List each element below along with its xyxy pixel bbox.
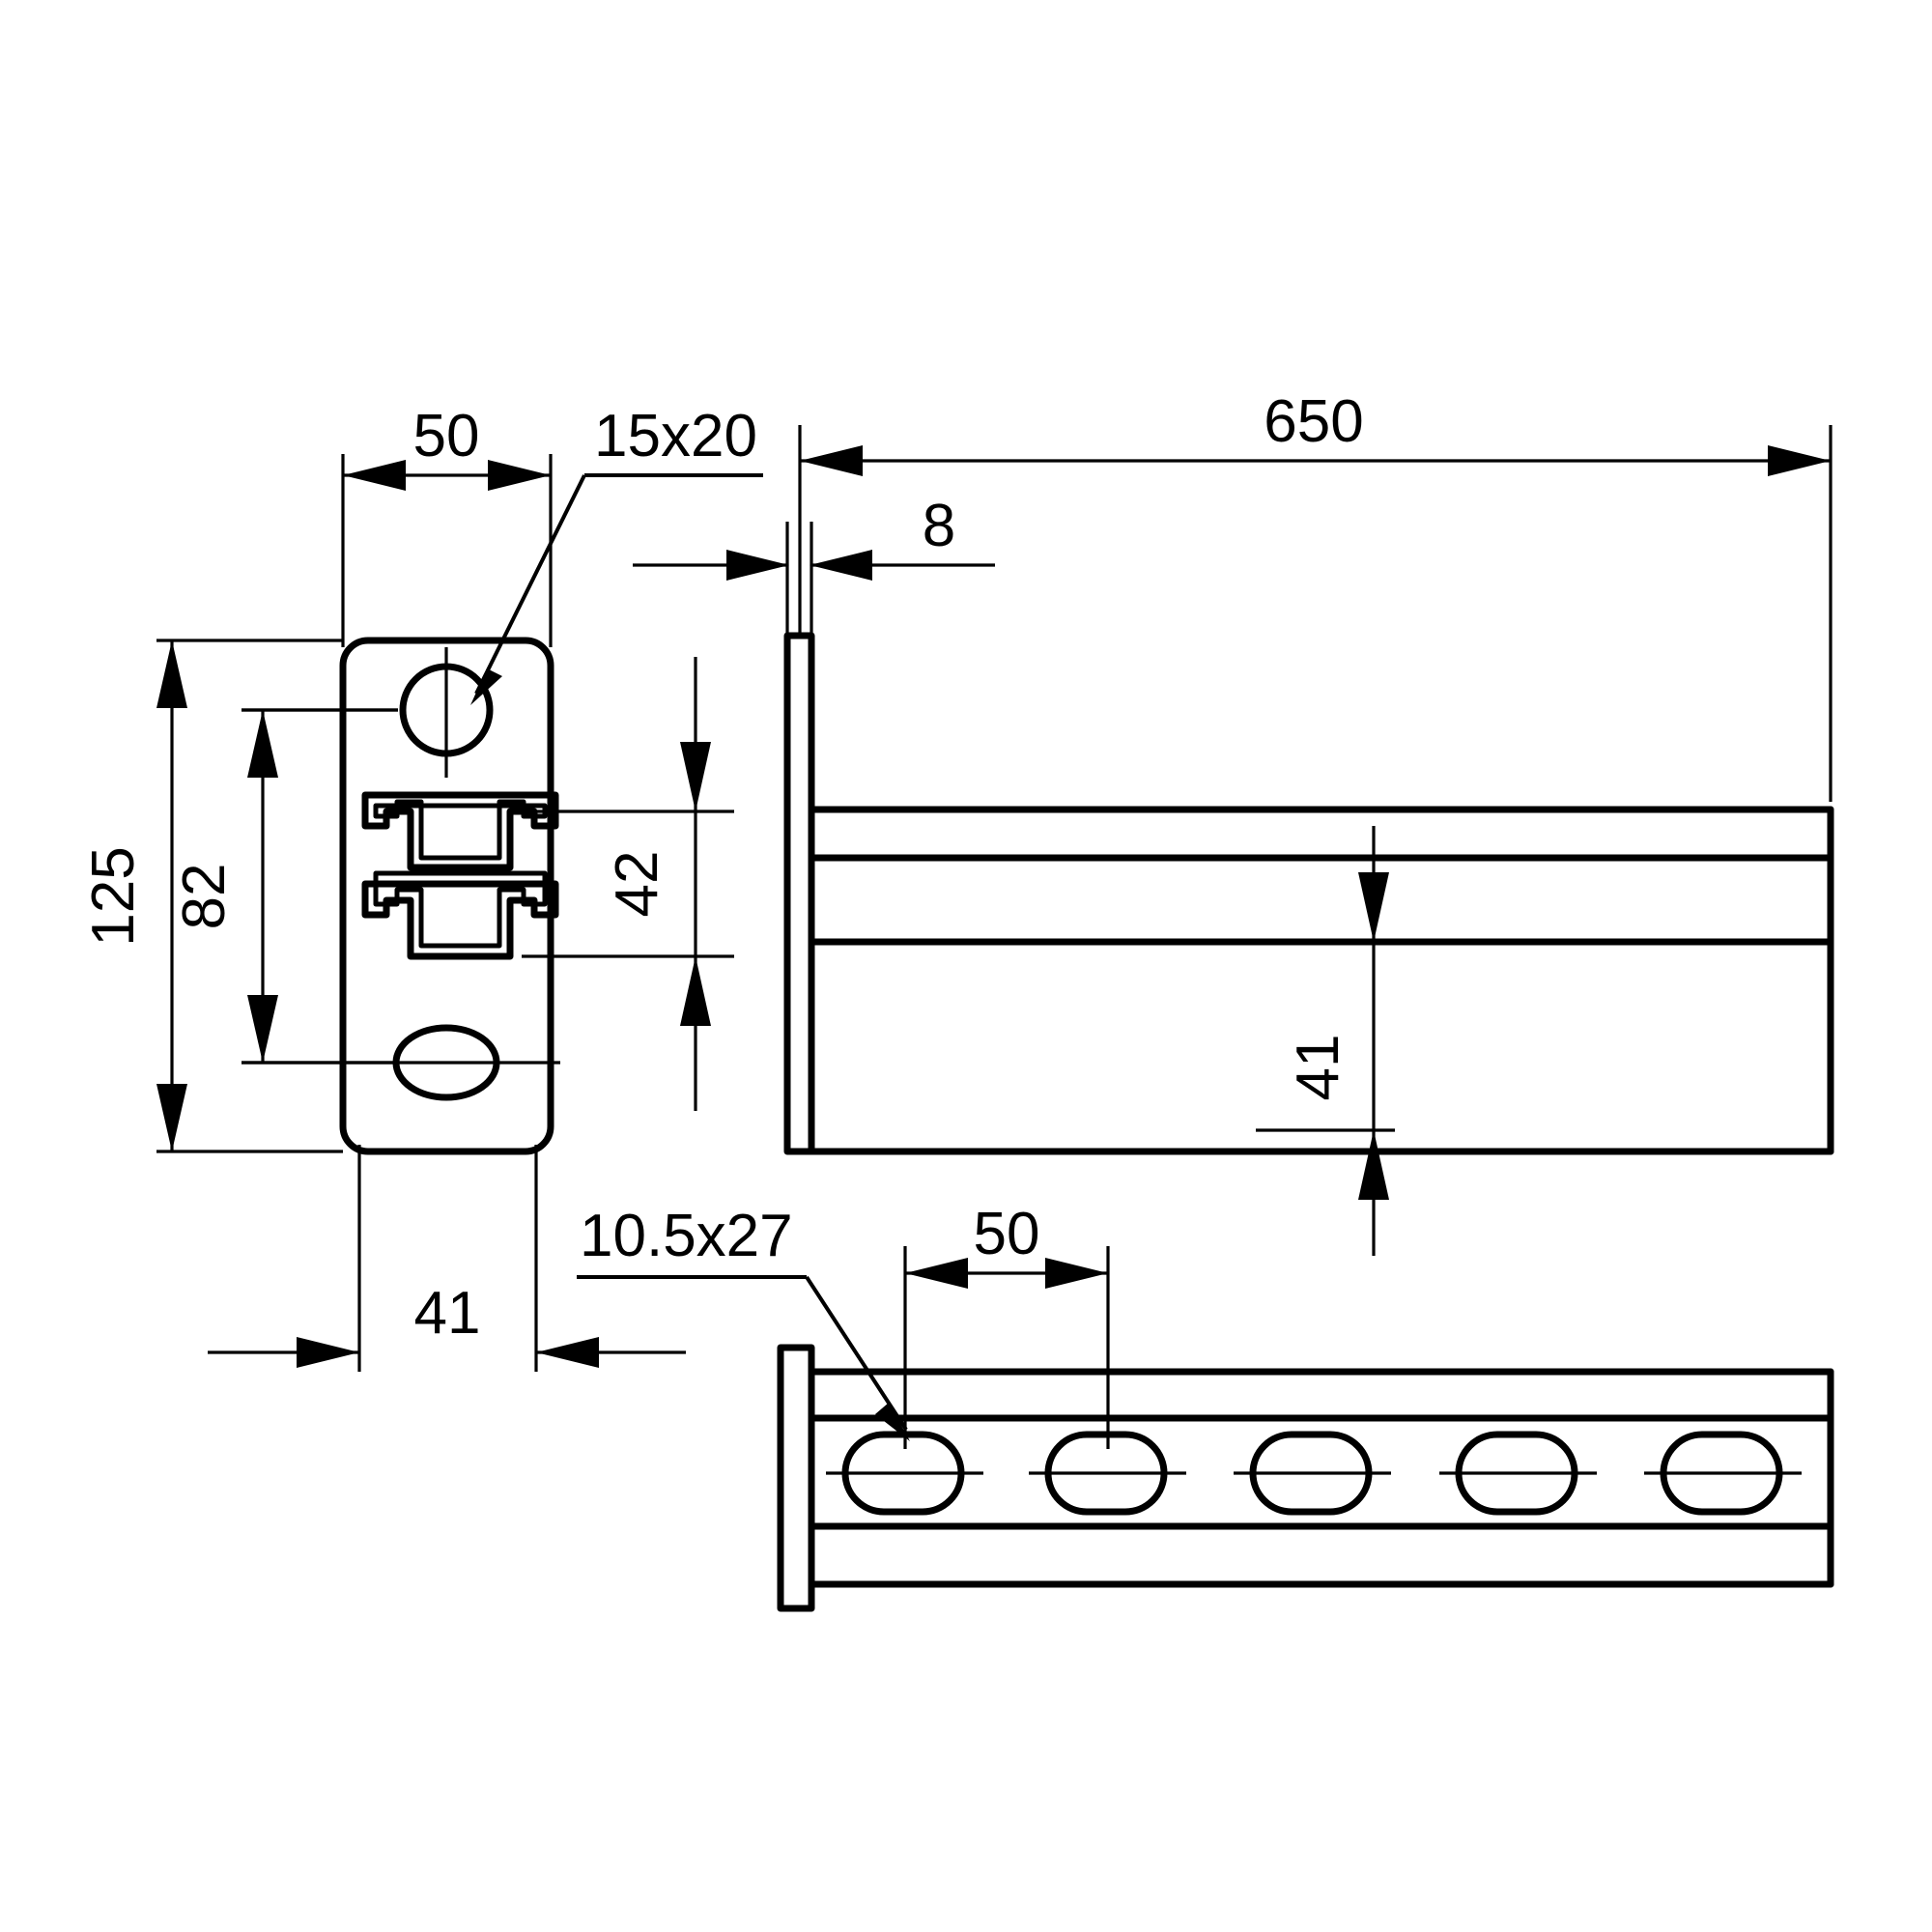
dim50b-label: 50 [974,1201,1040,1267]
side-mounting-plate [783,632,815,1155]
dim-hole-spacing-82: 82 [171,708,398,1065]
dim42-label: 42 [604,851,670,918]
dim41r-arrow-bottom [1358,1130,1389,1200]
dim-channel-height-42: 42 [522,657,734,1111]
dim82-arrow-top [247,710,278,778]
channel-profile-lower-outer [361,880,559,960]
dim-plate-depth-41: 41 [208,1145,686,1372]
dim82-label: 82 [171,864,238,930]
dim650-arrow-left [800,445,863,476]
dim50-arrow-right [488,460,551,491]
label-10-5x27-arrowhead [875,1403,910,1441]
channel-profile-upper-outer [361,791,559,871]
dim-arm-length-650: 650 [798,388,1833,802]
label-15x20: 15x20 [470,403,763,705]
dim650-arrow-right [1768,445,1831,476]
bottom-end-plate [777,1344,815,1612]
label-10-5x27: 10.5x27 [577,1203,910,1441]
dim50-label: 50 [413,403,480,469]
dim-plate-height-125: 125 [80,639,343,1153]
channel-profile-lower-inner [373,870,548,949]
bottom-view-group [777,1344,1834,1612]
dim41b-arrow-left [297,1337,359,1368]
label-15x20-leader [474,474,586,695]
dim125-arrow-bottom [156,1084,187,1151]
dim-rail-height-41: 41 [1256,826,1430,1256]
dim-plate-width-50: 50 [341,403,553,647]
dim8-arrow-left [726,550,789,581]
dim125-label: 125 [80,846,147,946]
channel-profile-upper-inner [373,799,548,861]
dim42-arrow-bottom [680,956,711,1026]
dim82-arrow-bottom [247,995,278,1063]
dim50b-arrow-right [1045,1258,1108,1289]
front-view-group [242,637,560,1155]
label-10-5x27-leader [805,1275,908,1432]
dim41r-arrow-top [1358,872,1389,942]
dim42-arrow-top [680,742,711,811]
dim50-arrow-left [343,460,406,491]
dim41b-label: 41 [414,1280,481,1347]
dim8-label: 8 [923,493,955,559]
label-10-5x27-text: 10.5x27 [580,1203,793,1269]
dim50b-arrow-left [905,1258,968,1289]
dim41r-label: 41 [1285,1035,1351,1101]
dim125-arrow-top [156,640,187,708]
dim650-label: 650 [1264,388,1363,455]
dim41b-arrow-right [536,1337,599,1368]
dim8-arrow-right [810,550,872,581]
dim-plate-thickness-8: 8 [633,493,995,638]
label-15x20-text: 15x20 [594,403,757,469]
dim-slot-pitch-50: 50 [903,1201,1110,1449]
front-plate-outline [339,637,554,1155]
label-15x20-arrowhead [470,668,502,705]
